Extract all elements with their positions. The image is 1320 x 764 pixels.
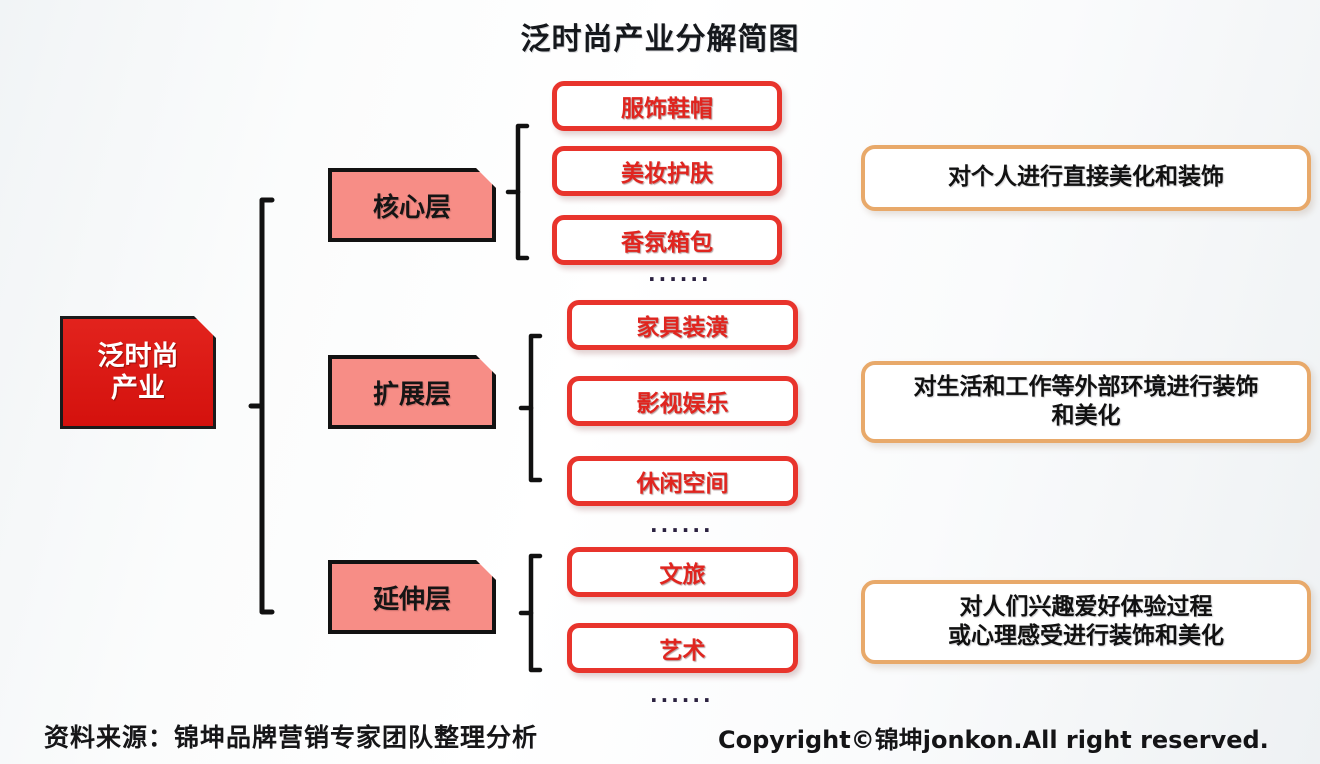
description-box-core: 对个人进行直接美化和装饰 [861, 145, 1311, 211]
item-box-exten-2[interactable]: 艺术 [567, 623, 798, 673]
item-box-ext-3[interactable]: 休闲空间 [567, 456, 798, 506]
item-label-core-3: 香氛箱包 [621, 230, 713, 256]
item-label-ext-3: 休闲空间 [636, 471, 729, 497]
brace-extension [518, 333, 543, 483]
layer-node-extension: 扩展层 [328, 355, 496, 429]
footer-copyright: Copyright©锦坤jonkon.All right reserved. [718, 726, 1269, 754]
item-box-ext-2[interactable]: 影视娱乐 [567, 376, 798, 426]
brace-core [505, 123, 530, 261]
layer-label-core: 核心层 [372, 192, 451, 223]
item-box-exten-1[interactable]: 文旅 [567, 547, 798, 597]
description-line-ext-1: 对生活和工作等外部环境进行装饰 [913, 373, 1259, 400]
item-label-exten-2: 艺术 [659, 638, 706, 664]
root-node-line-1: 泛时尚 [97, 340, 179, 372]
item-box-core-1[interactable]: 服饰鞋帽 [552, 81, 782, 131]
item-label-ext-2: 影视娱乐 [636, 391, 729, 417]
page-title: 泛时尚产业分解简图 [520, 22, 800, 57]
layer-node-core: 核心层 [328, 168, 496, 242]
description-line-ext-2: 和美化 [1051, 403, 1121, 429]
ellipsis-extension: ...... [650, 513, 714, 537]
root-node-pan-fashion-industry: 泛时尚 产业 [60, 316, 216, 429]
item-label-ext-1: 家具装潢 [636, 315, 729, 341]
item-box-core-2[interactable]: 美妆护肤 [552, 146, 782, 196]
item-box-core-3[interactable]: 香氛箱包 [552, 215, 782, 265]
layer-label-extended: 延伸层 [372, 584, 451, 615]
description-box-extended: 对人们兴趣爱好体验过程 或心理感受进行装饰和美化 [861, 580, 1311, 664]
root-node-line-2: 产业 [111, 372, 165, 404]
description-line-exten-2: 或心理感受进行装饰和美化 [948, 623, 1224, 649]
item-label-exten-1: 文旅 [659, 562, 706, 588]
description-box-extension: 对生活和工作等外部环境进行装饰 和美化 [861, 361, 1311, 443]
description-line-exten-1: 对人们兴趣爱好体验过程 [959, 593, 1213, 620]
main-brace [248, 197, 275, 615]
item-box-ext-1[interactable]: 家具装潢 [567, 300, 798, 350]
item-label-core-2: 美妆护肤 [621, 161, 713, 187]
description-line-core-1: 对个人进行直接美化和装饰 [948, 164, 1224, 191]
layer-node-extended: 延伸层 [328, 560, 496, 634]
layer-label-extension: 扩展层 [372, 379, 451, 410]
ellipsis-core: ...... [648, 262, 712, 286]
ellipsis-extended: ...... [650, 683, 714, 707]
item-label-core-1: 服饰鞋帽 [621, 96, 713, 122]
brace-extended [518, 553, 543, 673]
footer-source: 资料来源：锦坤品牌营销专家团队整理分析 [44, 723, 539, 752]
